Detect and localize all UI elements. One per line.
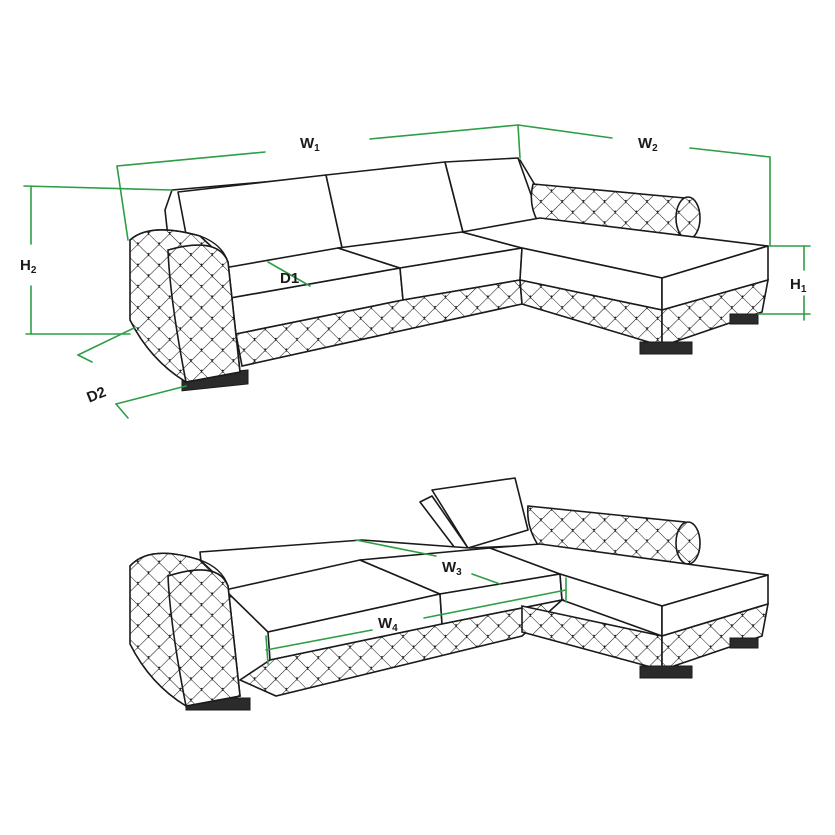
label-w4: W4 [378, 615, 398, 634]
label-h2: H2 [20, 257, 37, 276]
label-d1: D1 [280, 270, 299, 287]
bed-chaise-bolster-end [675, 521, 701, 565]
w4-ext-left [265, 635, 269, 665]
w2-line-right [689, 147, 771, 158]
w1-ext-right [517, 124, 521, 159]
left-arm-roll-line [129, 229, 229, 263]
bed-base-tufting-chaise-end [661, 602, 770, 672]
bed-leg-right [729, 637, 759, 649]
label-w3: W3 [442, 559, 462, 578]
label-h1: H1 [790, 276, 807, 295]
sofa-bed-view [129, 477, 770, 711]
label-w2: W2 [638, 135, 658, 154]
bed-leg-front-center [639, 665, 693, 679]
bed-left-arm-front [167, 569, 241, 707]
bed-base-tufting-main [238, 598, 565, 697]
w2-line-left [517, 124, 613, 139]
w3-line-left [355, 539, 437, 557]
h2-top-tick [23, 185, 173, 191]
d1-line [267, 261, 311, 287]
bed-left-arm-roll-line [129, 552, 229, 587]
w1-line-right [369, 124, 519, 140]
sofa-top-view [129, 157, 770, 392]
label-d2: D2 [84, 384, 108, 407]
raised-backrest-cushion [431, 477, 529, 549]
d2-ext-lower [115, 403, 129, 419]
leg-front-center [639, 341, 693, 355]
dimension-lines [23, 124, 811, 665]
label-w1: W1 [300, 135, 320, 154]
w1-ext-left [116, 165, 129, 241]
left-arm-front [167, 244, 241, 383]
d2-ext-upper [77, 354, 93, 363]
d2-line-lower [115, 385, 187, 405]
dimension-labels: W1 W2 H2 H1 D1 D2 W3 W4 [20, 135, 807, 634]
w1-line-left [116, 151, 266, 167]
d2-line-upper [77, 327, 135, 356]
chaise-bolster-end [675, 196, 701, 240]
w4-line-left [265, 629, 373, 651]
base-tufting-chaise-end [661, 278, 770, 348]
leg-right [729, 313, 759, 325]
w3-line-right [471, 573, 501, 585]
w4-line-right [423, 589, 567, 619]
